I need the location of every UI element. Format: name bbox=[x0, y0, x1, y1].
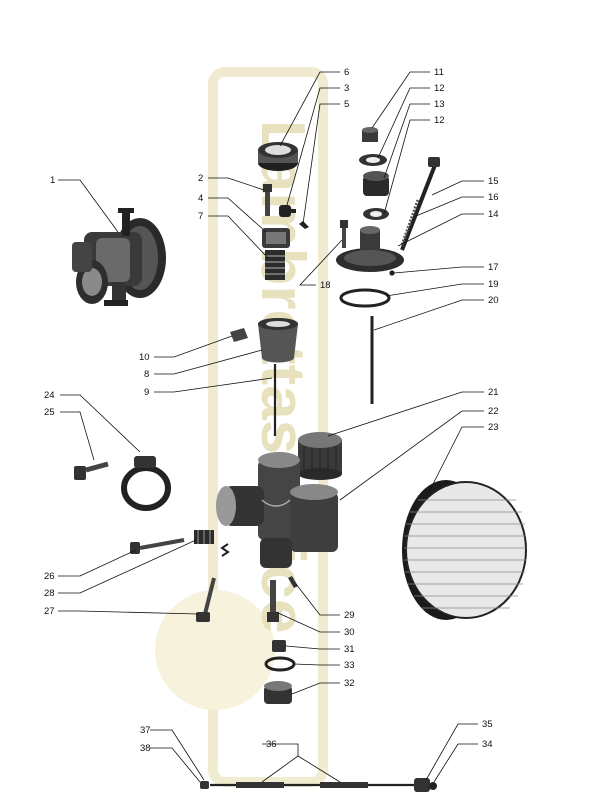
part-6-ring bbox=[258, 142, 298, 171]
callout-3: 3 bbox=[344, 83, 349, 94]
part-16-spring bbox=[400, 199, 420, 246]
part-25-screw bbox=[74, 461, 109, 480]
part-38-ferrule bbox=[200, 781, 209, 789]
leader-lines bbox=[58, 71, 484, 783]
part-28-spring bbox=[194, 530, 230, 557]
part-11-plug bbox=[362, 127, 378, 142]
part-2-screw bbox=[263, 184, 272, 216]
part-21-cylinder bbox=[298, 432, 342, 480]
callout-14: 14 bbox=[488, 209, 499, 220]
callout-34: 34 bbox=[482, 739, 493, 750]
part-8-slide bbox=[258, 318, 298, 363]
callout-27: 27 bbox=[44, 606, 55, 617]
callout-22: 22 bbox=[488, 406, 499, 417]
callout-23: 23 bbox=[488, 422, 499, 433]
callout-32: 32 bbox=[344, 678, 355, 689]
callout-9: 9 bbox=[144, 387, 149, 398]
callout-19: 19 bbox=[488, 279, 499, 290]
part-3-clip bbox=[279, 205, 296, 217]
part-31-nut bbox=[272, 640, 286, 652]
part-17-ball bbox=[389, 270, 395, 276]
callout-31: 31 bbox=[344, 644, 355, 655]
callout-24: 24 bbox=[44, 390, 55, 401]
callout-labels: 1 2 3 4 5 6 7 8 9 10 11 12 12 13 14 15 1… bbox=[44, 67, 499, 754]
callout-17: 17 bbox=[488, 262, 499, 273]
callout-8: 8 bbox=[144, 369, 149, 380]
part-10-plate bbox=[230, 328, 248, 342]
callout-29: 29 bbox=[344, 610, 355, 621]
callout-15: 15 bbox=[488, 176, 499, 187]
callout-1: 1 bbox=[50, 175, 55, 186]
callout-7: 7 bbox=[198, 211, 203, 222]
callout-12a: 12 bbox=[434, 83, 445, 94]
callout-5: 5 bbox=[344, 99, 349, 110]
callout-18: 18 bbox=[320, 280, 331, 291]
part-13-filter bbox=[363, 171, 389, 196]
callout-12b: 12 bbox=[434, 115, 445, 126]
callout-11: 11 bbox=[434, 67, 444, 78]
part-19-gasket bbox=[339, 288, 391, 308]
part-5-pin bbox=[299, 221, 309, 229]
callout-20: 20 bbox=[488, 295, 499, 306]
callout-13: 13 bbox=[434, 99, 445, 110]
part-23-air-filter bbox=[402, 480, 527, 620]
callout-28: 28 bbox=[44, 588, 55, 599]
part-26-screw bbox=[130, 538, 185, 554]
part-7-spring bbox=[265, 250, 285, 280]
part-4-cap bbox=[262, 228, 290, 248]
callout-6: 6 bbox=[344, 67, 349, 78]
callout-2: 2 bbox=[198, 173, 203, 184]
callout-10: 10 bbox=[139, 352, 150, 363]
callout-4: 4 bbox=[198, 193, 203, 204]
callout-35: 35 bbox=[482, 719, 493, 730]
part-30-jet bbox=[267, 580, 279, 622]
part-22-carburetor-body bbox=[216, 452, 338, 568]
part-32-hex-cap bbox=[264, 681, 292, 704]
part-36-cable bbox=[210, 782, 415, 788]
part-1-carburetor-assembly bbox=[72, 208, 166, 306]
part-14-cover bbox=[336, 226, 404, 272]
part-18-screw bbox=[340, 220, 348, 248]
part-15-tickler bbox=[400, 157, 440, 251]
part-35-nipple bbox=[414, 778, 430, 792]
watermark: Lambrettaservice bbox=[155, 67, 328, 787]
part-12b-washer bbox=[363, 208, 389, 220]
callout-37: 37 bbox=[140, 725, 151, 736]
callout-33: 33 bbox=[344, 660, 355, 671]
callout-30: 30 bbox=[344, 627, 355, 638]
callout-25: 25 bbox=[44, 407, 55, 418]
callout-26: 26 bbox=[44, 571, 55, 582]
part-12-washer bbox=[359, 154, 387, 166]
part-27-jet bbox=[196, 577, 216, 622]
part-29-jet bbox=[288, 576, 298, 588]
callout-16: 16 bbox=[488, 192, 499, 203]
callout-36: 36 bbox=[266, 739, 277, 750]
part-24-clamp bbox=[121, 456, 171, 511]
callout-38: 38 bbox=[140, 743, 151, 754]
callout-21: 21 bbox=[488, 387, 499, 398]
part-34-ball bbox=[429, 782, 437, 790]
